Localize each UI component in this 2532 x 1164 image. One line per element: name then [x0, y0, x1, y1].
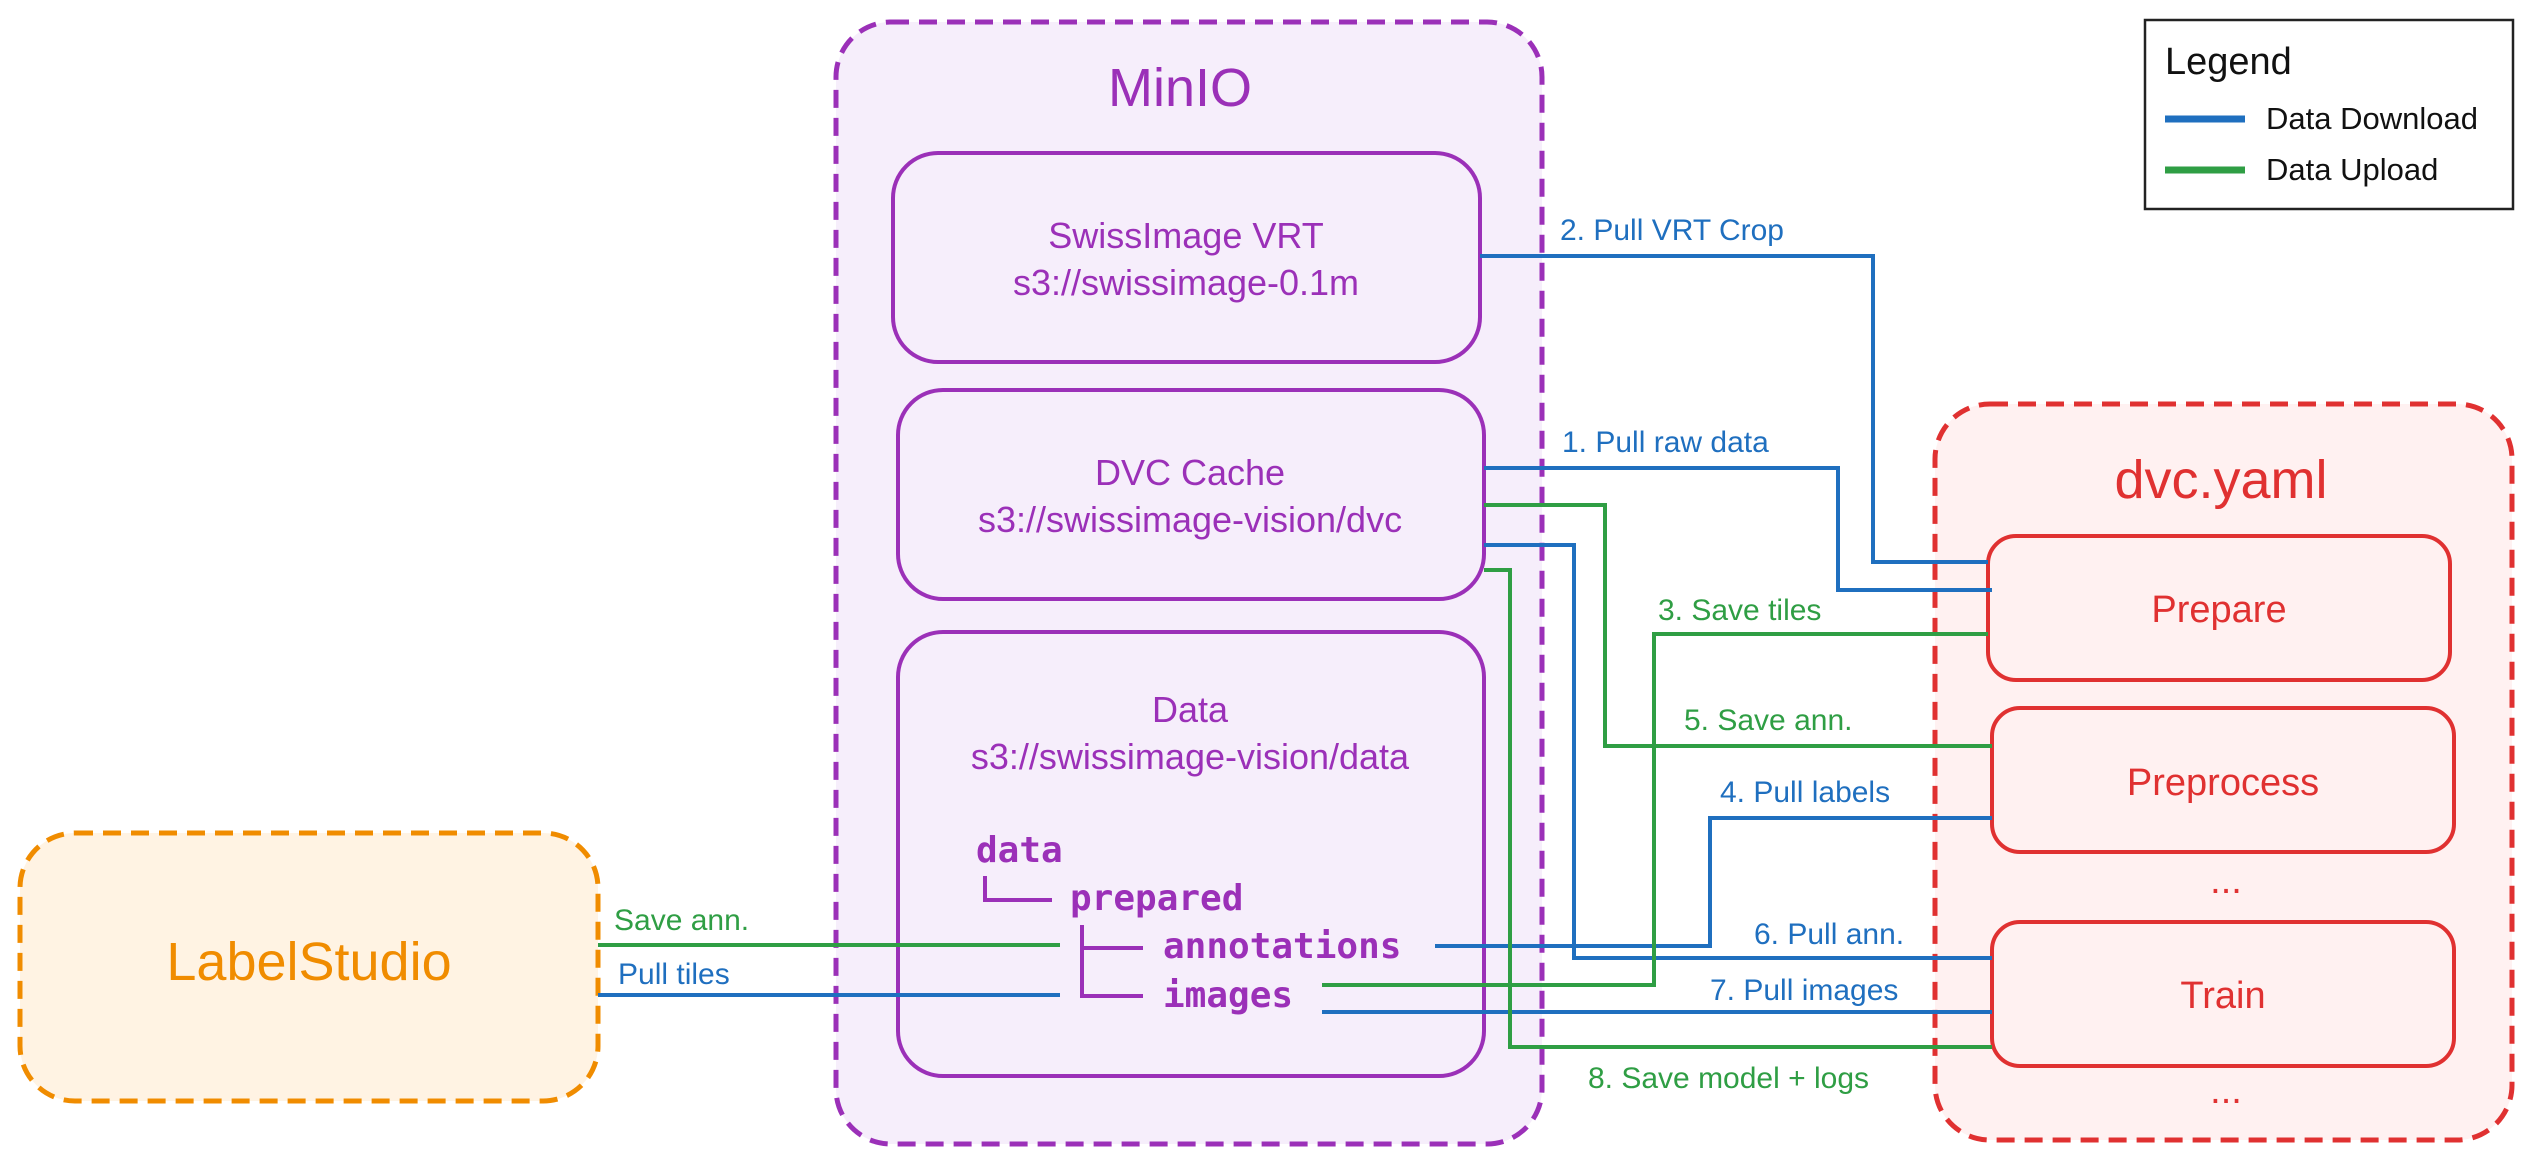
stage-prepare: Prepare — [1986, 534, 2452, 682]
tree-prepared: prepared — [1070, 878, 1243, 919]
label-save-tiles: 3. Save tiles — [1658, 594, 1821, 627]
swissimage-vrt-title: SwissImage VRT — [1048, 215, 1323, 256]
edge-save-tiles — [1322, 632, 1988, 987]
swissimage-vrt-bucket: s3://swissimage-0.1m — [1013, 262, 1359, 303]
legend-download-label: Data Download — [2266, 101, 2478, 136]
tree-images: images — [1163, 975, 1293, 1016]
dvc-cache-title: DVC Cache — [1095, 452, 1285, 493]
stage-preprocess-label: Preprocess — [2127, 762, 2319, 804]
labelstudio-title: LabelStudio — [166, 932, 451, 992]
label-save-model: 8. Save model + logs — [1588, 1062, 1869, 1095]
swissimage-vrt-box: SwissImage VRT s3://swissimage-0.1m — [891, 151, 1482, 364]
stage-train-label: Train — [2180, 975, 2265, 1017]
label-save-ann-dvc: 5. Save ann. — [1684, 704, 1852, 737]
stage-prepare-label: Prepare — [2151, 589, 2286, 631]
stage-train: Train — [1990, 920, 2456, 1068]
edge-save-model — [1484, 568, 1992, 1049]
tree-branch-prepared — [983, 876, 1052, 902]
dvc-yaml-title: dvc.yaml — [2114, 450, 2327, 510]
stage-ellipsis-1: ... — [2210, 860, 2242, 902]
tree-root-data: data — [976, 830, 1063, 871]
label-pull-vrt-crop: 2. Pull VRT Crop — [1560, 214, 1784, 247]
data-box: Data s3://swissimage-vision/data data pr… — [896, 630, 1486, 1078]
legend-title: Legend — [2165, 41, 2292, 83]
legend-upload-label: Data Upload — [2266, 152, 2438, 187]
tree-branch-children — [1080, 925, 1143, 998]
label-ls-pull-tiles: Pull tiles — [618, 958, 730, 991]
minio-title: MinIO — [1108, 58, 1252, 118]
label-pull-images: 7. Pull images — [1710, 974, 1898, 1007]
labelstudio-container: LabelStudio — [17, 830, 601, 1104]
label-pull-labels: 4. Pull labels — [1720, 776, 1890, 809]
label-pull-ann: 6. Pull ann. — [1754, 918, 1904, 951]
edge-pull-raw-data — [1484, 466, 1992, 592]
dvc-cache-box: DVC Cache s3://swissimage-vision/dvc — [896, 388, 1486, 601]
label-ls-save-ann: Save ann. — [614, 904, 749, 937]
legend: Legend Data Download Data Upload — [2143, 18, 2515, 211]
label-pull-raw-data: 1. Pull raw data — [1562, 426, 1769, 459]
stage-ellipsis-2: ... — [2210, 1070, 2242, 1112]
data-title: Data — [1152, 689, 1229, 730]
edge-pull-ann — [1484, 543, 1992, 960]
dvc-cache-bucket: s3://swissimage-vision/dvc — [978, 499, 1402, 540]
tree-annotations: annotations — [1163, 926, 1401, 967]
edge-pull-vrt-crop — [1480, 254, 1988, 564]
stage-preprocess: Preprocess — [1990, 706, 2456, 854]
data-bucket: s3://swissimage-vision/data — [971, 736, 1410, 777]
edge-save-ann-dvc — [1484, 503, 1992, 748]
